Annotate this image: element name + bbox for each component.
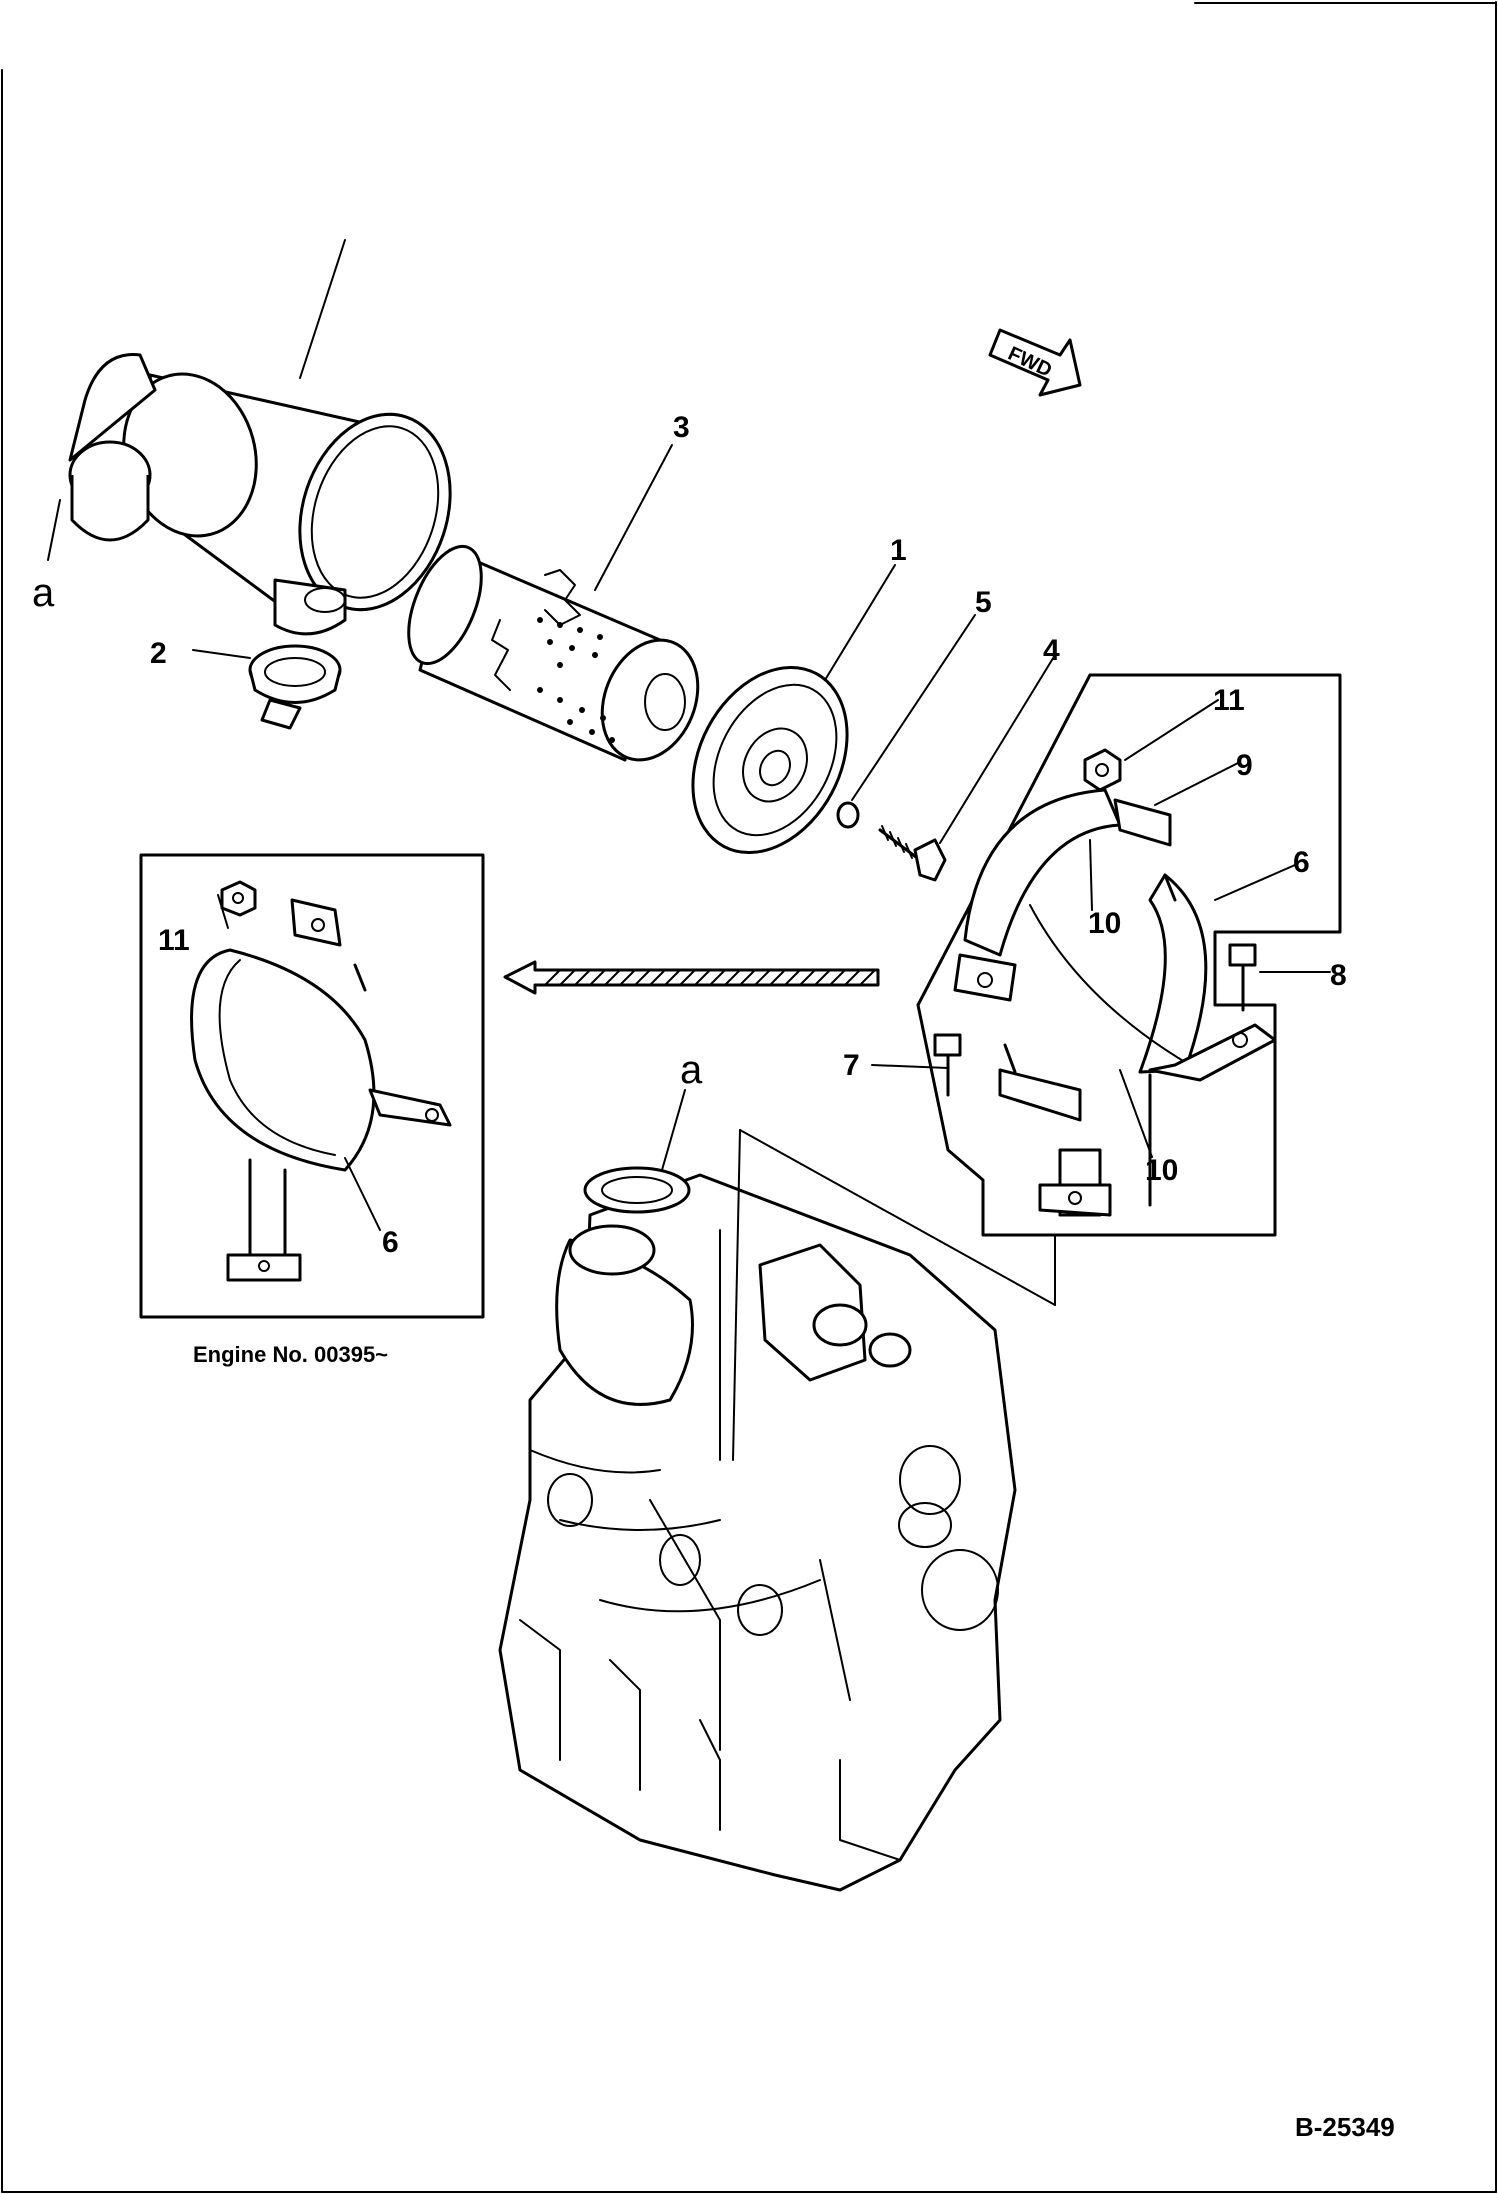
label-part-2: 2 bbox=[150, 637, 167, 670]
inset-note: Engine No. 00395~ bbox=[193, 1342, 388, 1367]
label-part-11: 11 bbox=[1213, 684, 1245, 717]
callout-a: a bbox=[680, 1048, 703, 1092]
label-part-7: 7 bbox=[843, 1049, 860, 1082]
air-cleaner-body bbox=[68, 353, 452, 636]
label-part-6: 6 bbox=[382, 1226, 399, 1259]
label-part-8: 8 bbox=[1330, 959, 1347, 992]
label-part-10: 10 bbox=[1088, 907, 1121, 940]
washer bbox=[836, 801, 860, 829]
label-part-6: 6 bbox=[1293, 846, 1310, 879]
leader-lines bbox=[47, 239, 1331, 1231]
label-part-10: 10 bbox=[1145, 1154, 1178, 1187]
figure-number: B-25349 bbox=[1295, 2112, 1395, 2142]
engine-block bbox=[498, 1129, 1056, 1892]
part-labels: 3 1 2 5 4 11 9 6 10 8 7 10 11 6 bbox=[150, 411, 1347, 1259]
wing-bolt bbox=[878, 825, 947, 882]
valve-seal bbox=[248, 644, 342, 730]
inset-box bbox=[139, 853, 485, 1319]
label-part-5: 5 bbox=[975, 586, 992, 619]
bracket-assembly bbox=[916, 673, 1342, 1237]
label-part-11: 11 bbox=[158, 924, 190, 957]
label-part-1: 1 bbox=[890, 534, 907, 567]
label-part-3: 3 bbox=[673, 411, 690, 444]
view-arrow bbox=[503, 960, 880, 995]
cover bbox=[691, 665, 849, 855]
label-part-9: 9 bbox=[1236, 749, 1253, 782]
fwd-arrow-icon bbox=[988, 328, 1082, 397]
callouts: a a bbox=[32, 571, 703, 1092]
callout-a: a bbox=[32, 571, 55, 615]
label-part-4: 4 bbox=[1043, 634, 1060, 667]
filter-element bbox=[407, 544, 700, 762]
